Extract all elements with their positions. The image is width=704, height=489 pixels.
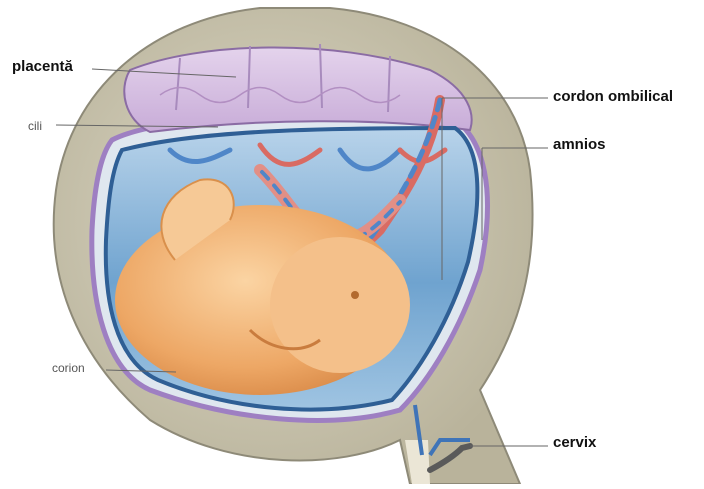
- label-corion: corion: [52, 361, 85, 375]
- label-placenta: placentă: [12, 58, 73, 75]
- label-amnios: amnios: [553, 136, 606, 153]
- label-cervix: cervix: [553, 434, 596, 451]
- label-cordon-ombilical: cordon ombilical: [553, 88, 673, 105]
- label-cili: cili: [28, 119, 42, 133]
